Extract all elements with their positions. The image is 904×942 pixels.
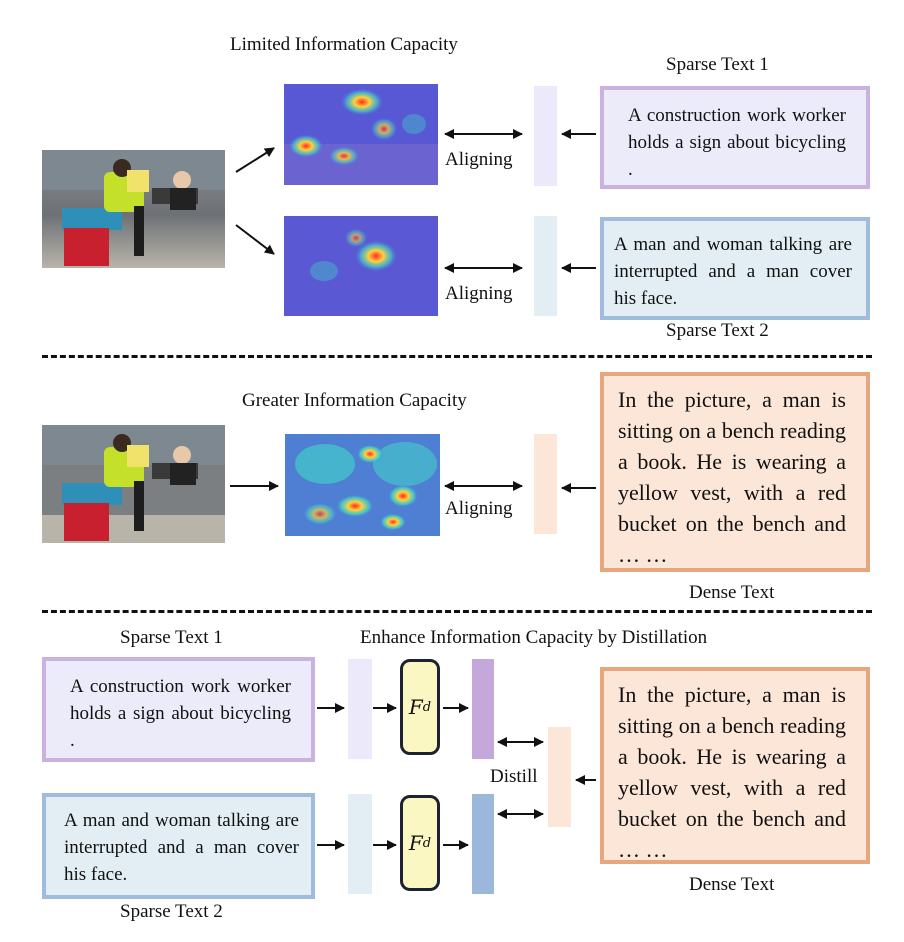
module-symbol: F: [408, 695, 423, 719]
attention-heatmap-2: [284, 216, 438, 316]
aligning-label-1: Aligning: [445, 149, 513, 170]
feature-bar-sparse-2: [534, 216, 557, 316]
sparse-text-2-box-distill: A man and woman talking are interrupted …: [42, 793, 315, 899]
feature-bar-dense: [534, 434, 557, 534]
input-photo: [42, 150, 225, 268]
section-divider-1: [42, 355, 872, 358]
arrow-photo-to-heatmap-1: [235, 147, 275, 173]
input-photo-2: [42, 425, 225, 543]
dense-text-box-distill: In the picture, a man is sitting on a be…: [600, 667, 870, 864]
module-subscript: d: [422, 835, 432, 851]
section3-title: Enhance Information Capacity by Distilla…: [360, 627, 708, 648]
arrow-photo-to-heatmap-2: [235, 224, 275, 255]
sparse-text-2-box: A man and woman talking are interrupted …: [600, 217, 870, 320]
dense-text-label: Dense Text: [689, 582, 775, 603]
text-feature-bar-1: [348, 659, 372, 759]
distilled-feature-bar-1: [472, 659, 494, 759]
sparse-text-1-box-distill: A construction work worker holds a sign …: [42, 657, 315, 762]
section2-title: Greater Information Capacity: [242, 390, 467, 411]
sparse-text-2-label-distill: Sparse Text 2: [120, 901, 223, 922]
sparse-text-1-box: A construction work worker holds a sign …: [600, 86, 870, 189]
aligning-label-dense: Aligning: [445, 498, 513, 519]
distilled-feature-bar-2: [472, 794, 494, 894]
attention-heatmap-1: [284, 84, 438, 185]
module-subscript: d: [422, 699, 432, 715]
aligning-label-2: Aligning: [445, 283, 513, 304]
section1-title: Limited Information Capacity: [230, 34, 458, 55]
sparse-text-1-label: Sparse Text 1: [666, 54, 769, 75]
feature-bar-sparse-1: [534, 86, 557, 186]
module-symbol: F: [408, 831, 423, 855]
distill-label: Distill: [490, 766, 538, 787]
text-feature-bar-2: [348, 794, 372, 894]
sparse-text-2-label: Sparse Text 2: [666, 320, 769, 341]
section-divider-2: [42, 610, 872, 613]
attention-heatmap-dense: [285, 434, 440, 536]
dense-text-box: In the picture, a man is sitting on a be…: [600, 372, 870, 572]
dense-feature-bar: [548, 727, 571, 827]
sparse-text-1-label-distill: Sparse Text 1: [120, 627, 223, 648]
dense-text-label-distill: Dense Text: [689, 874, 775, 895]
